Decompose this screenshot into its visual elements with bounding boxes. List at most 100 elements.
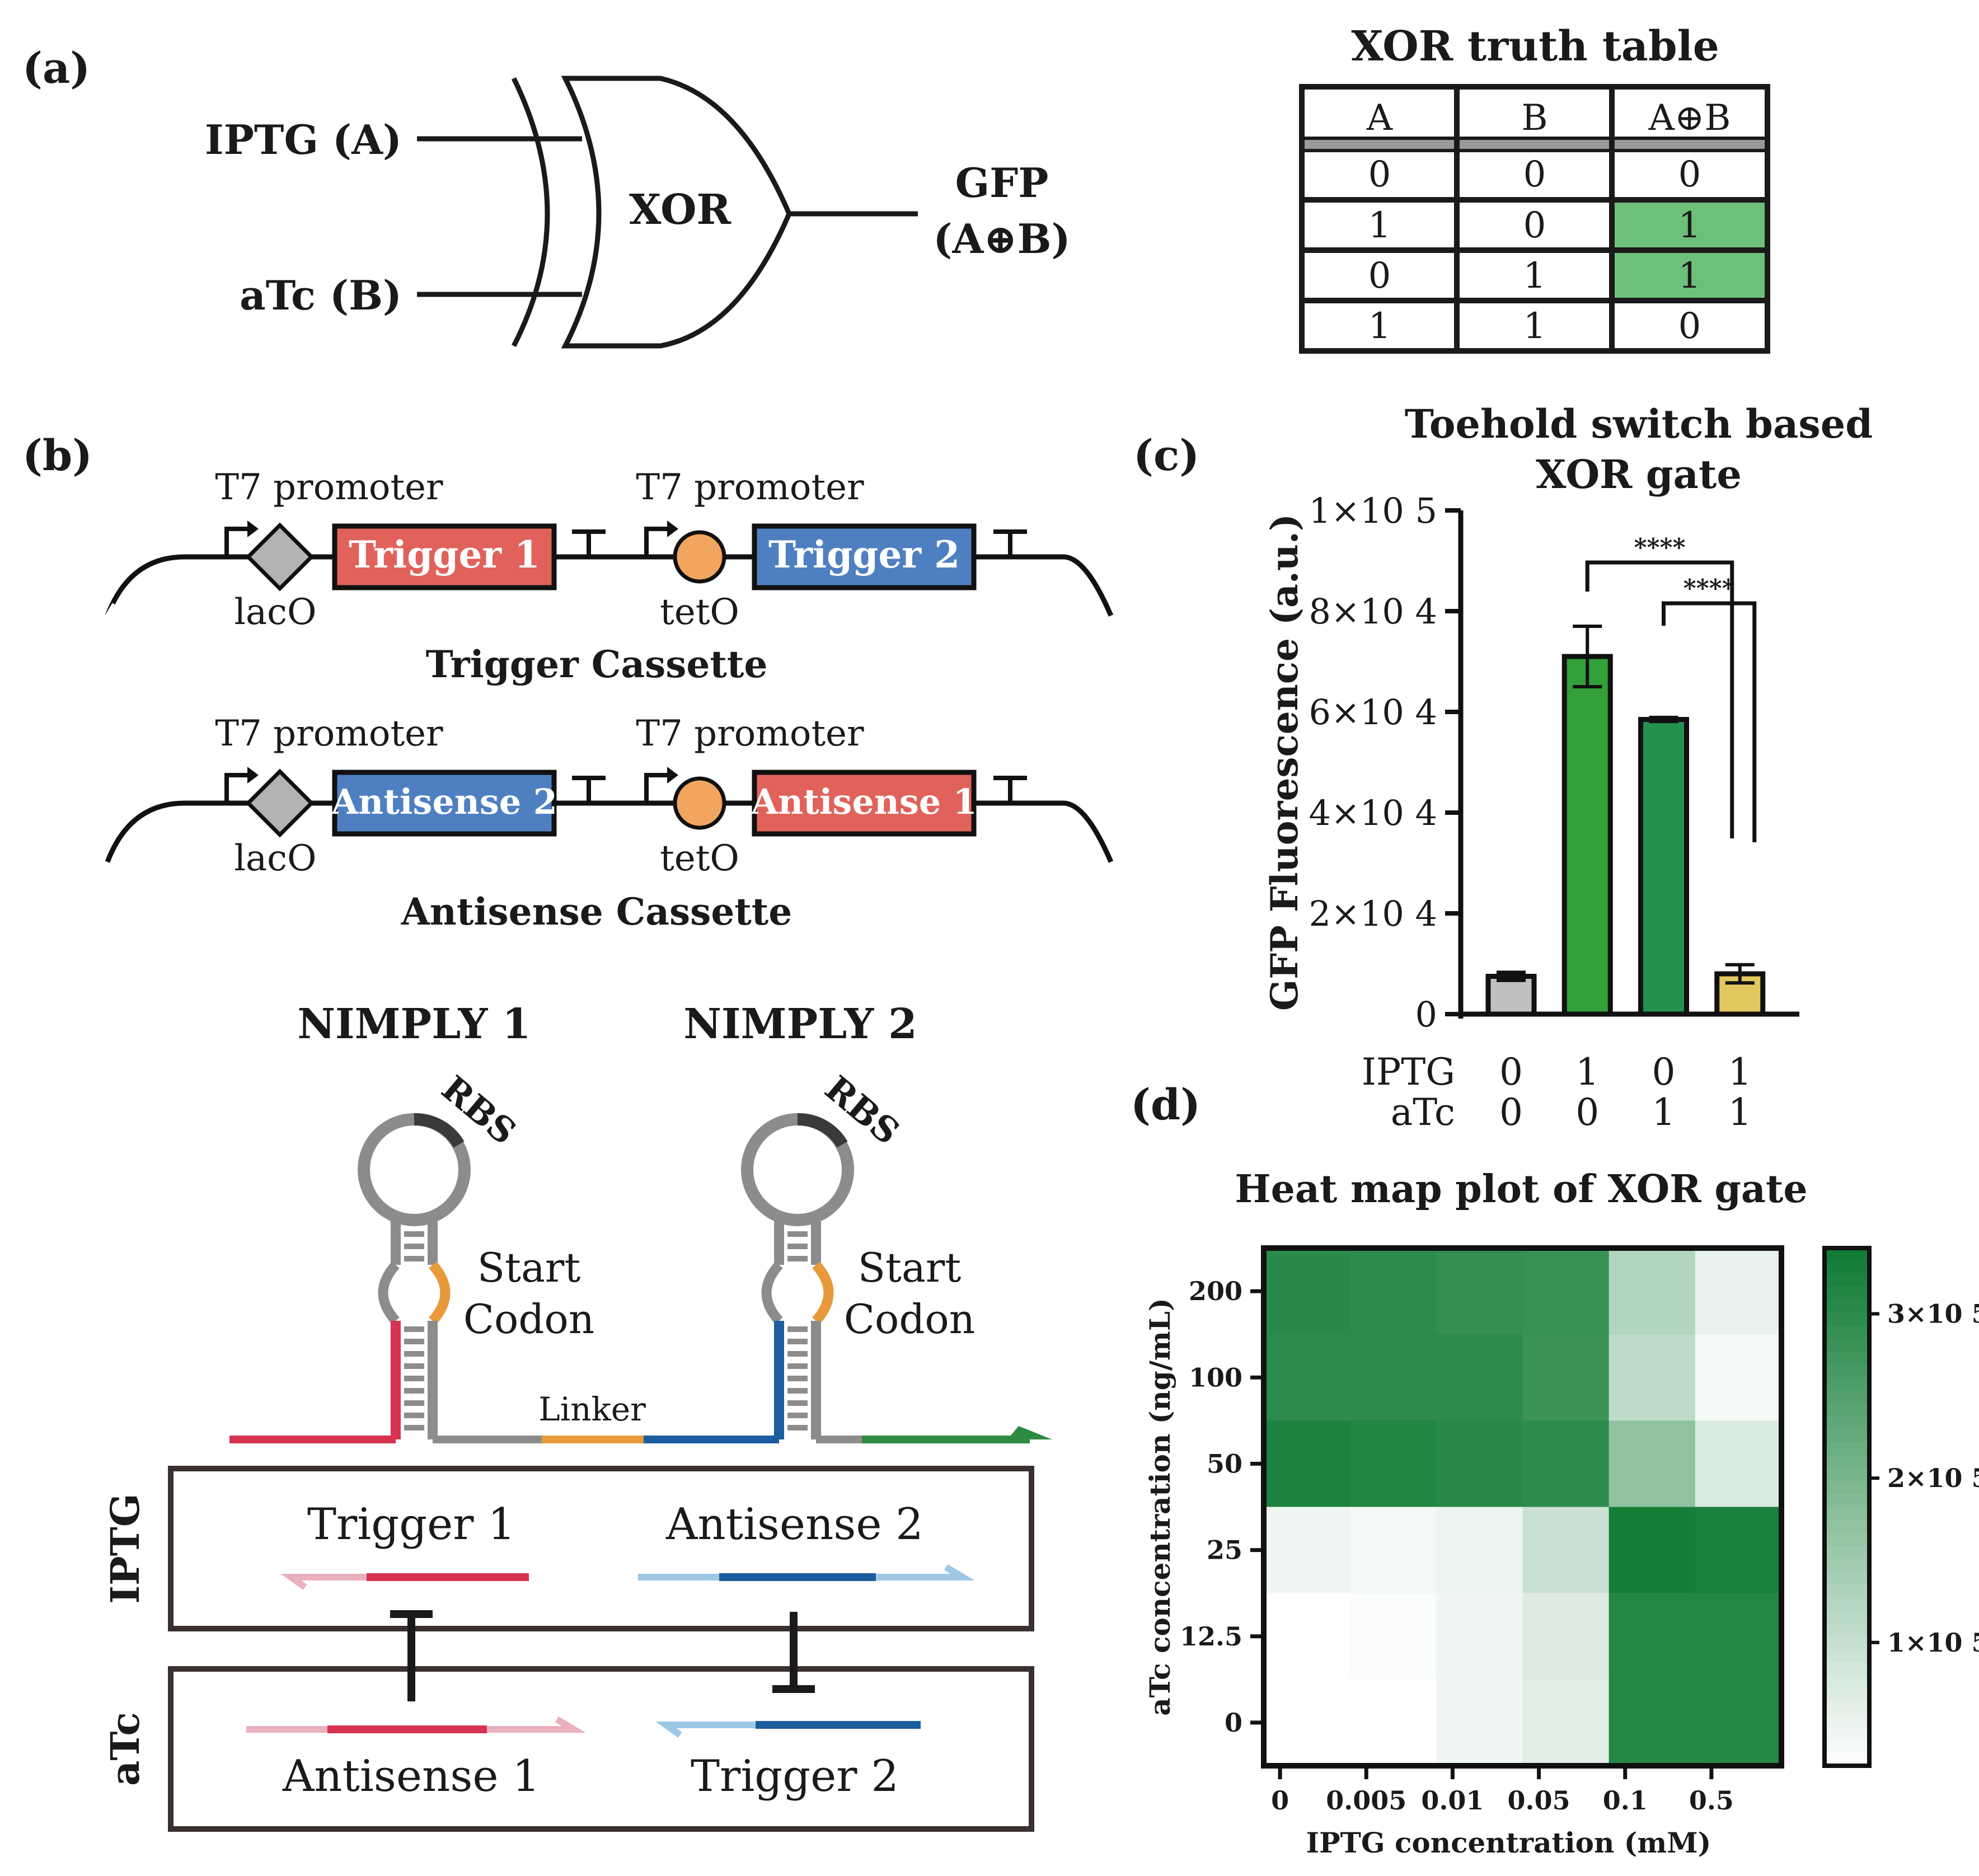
th-b: B [1521,97,1547,139]
significance-bracket [1662,601,1757,842]
antisense-2-box [332,770,557,837]
truth-cell-highlight-2 [1612,250,1767,301]
panel-label-b: (b) [22,430,92,480]
y-tick-label: 1×10 5 [1309,490,1437,531]
colorbar-step [1825,1300,1869,1314]
truth-cell-highlight-1 [1612,200,1767,250]
trigger-2-label: Trigger 2 [768,533,960,576]
truth-table-title: XOR truth table [1351,22,1719,71]
dna-dash-left [105,603,118,618]
colorbar-step [1825,1636,1869,1650]
start-label-2: Start [858,1244,962,1291]
bar [1561,654,1613,1017]
input-b-label: aTc (B) [240,271,402,319]
promoter-label-3: T7 promoter [215,713,443,754]
heatmap-cell [1350,1507,1437,1594]
heatmap-cell [1608,1334,1696,1422]
colorbar-step [1825,1364,1869,1378]
x-tick-label: 0 [1575,1091,1599,1134]
promoter-arrow-icon [644,527,672,557]
rbs-arc [414,1113,465,1148]
output-label-1: GFP [955,159,1049,207]
lacO-diamond-icon [245,522,315,592]
trigger-cassette: Trigger 1 Trigger 2 T7 promoter T7 promo… [105,467,1114,686]
colorbar-step [1825,1662,1869,1676]
heatmap-cell [1608,1248,1696,1335]
iptg-box-label: IPTG [102,1493,148,1603]
gate-label: XOR [629,186,731,234]
y-tick-label: 8×10 4 [1309,591,1437,632]
colorbar-step [1825,1442,1869,1456]
cell: 1 [1523,306,1546,347]
x-tick-label: 0.05 [1508,1785,1570,1816]
nimply-diagram: NIMPLY 1 NIMPLY 2 RBS Start Codon [102,1000,1052,1832]
cell: 0 [1368,154,1391,195]
tetO-circle-icon [673,530,726,584]
colorbar-step [1825,1377,1869,1391]
x-tick-label: 1 [1652,1091,1676,1134]
xor-input-curve [511,77,550,348]
heatmap-cell [1264,1334,1351,1422]
colorbar-step [1825,1390,1869,1404]
codon-label-1: Codon [463,1296,594,1343]
panel-label-c: (c) [1133,430,1199,480]
colorbar-step [1825,1597,1869,1611]
tetO-label: tetO [660,592,739,633]
start-codon-arc [812,1261,834,1325]
y-tick-label: 0 [1225,1708,1242,1738]
promoter-arrowhead-icon [667,767,678,784]
panel-a: (a) IPTG (A) aTc (B) XOR GFP (A⊕B) [22,43,1071,349]
colorbar-step [1825,1455,1869,1469]
x-tick-label: 1 [1728,1091,1752,1134]
heatmap-cell [1608,1679,1696,1766]
cell: 0 [1678,306,1701,347]
heatmap-cell [1436,1507,1523,1594]
heatmap-cell [1264,1593,1351,1680]
panel-d: (d) Heat map plot of XOR gate 2001005025… [1131,1080,1979,1859]
y-tick-label: 6×10 4 [1309,692,1437,733]
y-tick-label: 0 [1415,994,1437,1035]
promoter-label-4: T7 promoter [636,713,864,754]
colorbar-step [1825,1610,1869,1624]
colorbar-step [1825,1287,1869,1301]
colorbar-step [1825,1338,1869,1352]
atc-box [168,1666,1034,1832]
heatmap-cell [1436,1420,1523,1508]
heatmap-cell [1264,1248,1351,1335]
colorbar-step [1825,1572,1869,1586]
heatmap-cell [1436,1334,1523,1422]
promoter-arrow-icon [644,773,672,803]
heatmap-cell [1436,1593,1523,1680]
heatmap-cell [1350,1420,1437,1508]
colorbar-step [1825,1416,1869,1430]
heatmap-cell [1608,1420,1696,1508]
cell: 1 [1523,255,1546,297]
terminator-icon [993,776,1027,803]
panel-b: (b) Trigger 1 Trigger 2 T7 promoter T7 p… [22,430,1114,934]
cell: 0 [1523,154,1546,195]
colorbar-step [1825,1352,1869,1366]
y-axis-label: aTc concentration (ng/mL) [1143,1298,1176,1715]
significance-bracket [1585,560,1734,838]
dna-backbone [105,800,1114,863]
promoter-arrowhead-icon [247,520,259,537]
y-tick-label: 25 [1207,1535,1242,1565]
heatmap-cell [1522,1593,1610,1680]
lacO-diamond-icon [245,768,315,838]
th-a: A [1366,97,1393,139]
y-tick-label: 200 [1189,1276,1242,1306]
heatmap-frame [1261,1245,1784,1769]
heatmap-cell [1695,1420,1782,1508]
colorbar-step [1825,1532,1869,1546]
x-tick-label: 0.01 [1421,1785,1484,1816]
heatmap-cell [1695,1507,1782,1594]
atc-box-label: aTc [102,1712,148,1786]
nimply-1-title: NIMPLY 1 [297,1000,531,1048]
rbs-arc [797,1113,848,1148]
heatmap-cell [1522,1334,1610,1422]
heatmap-cell [1350,1593,1437,1680]
antisense-1-box [752,770,977,837]
panel-label-d: (d) [1131,1080,1200,1129]
colorbar-step [1825,1545,1869,1559]
colorbar-tick-label: 3×10 5 [1887,1298,1979,1329]
